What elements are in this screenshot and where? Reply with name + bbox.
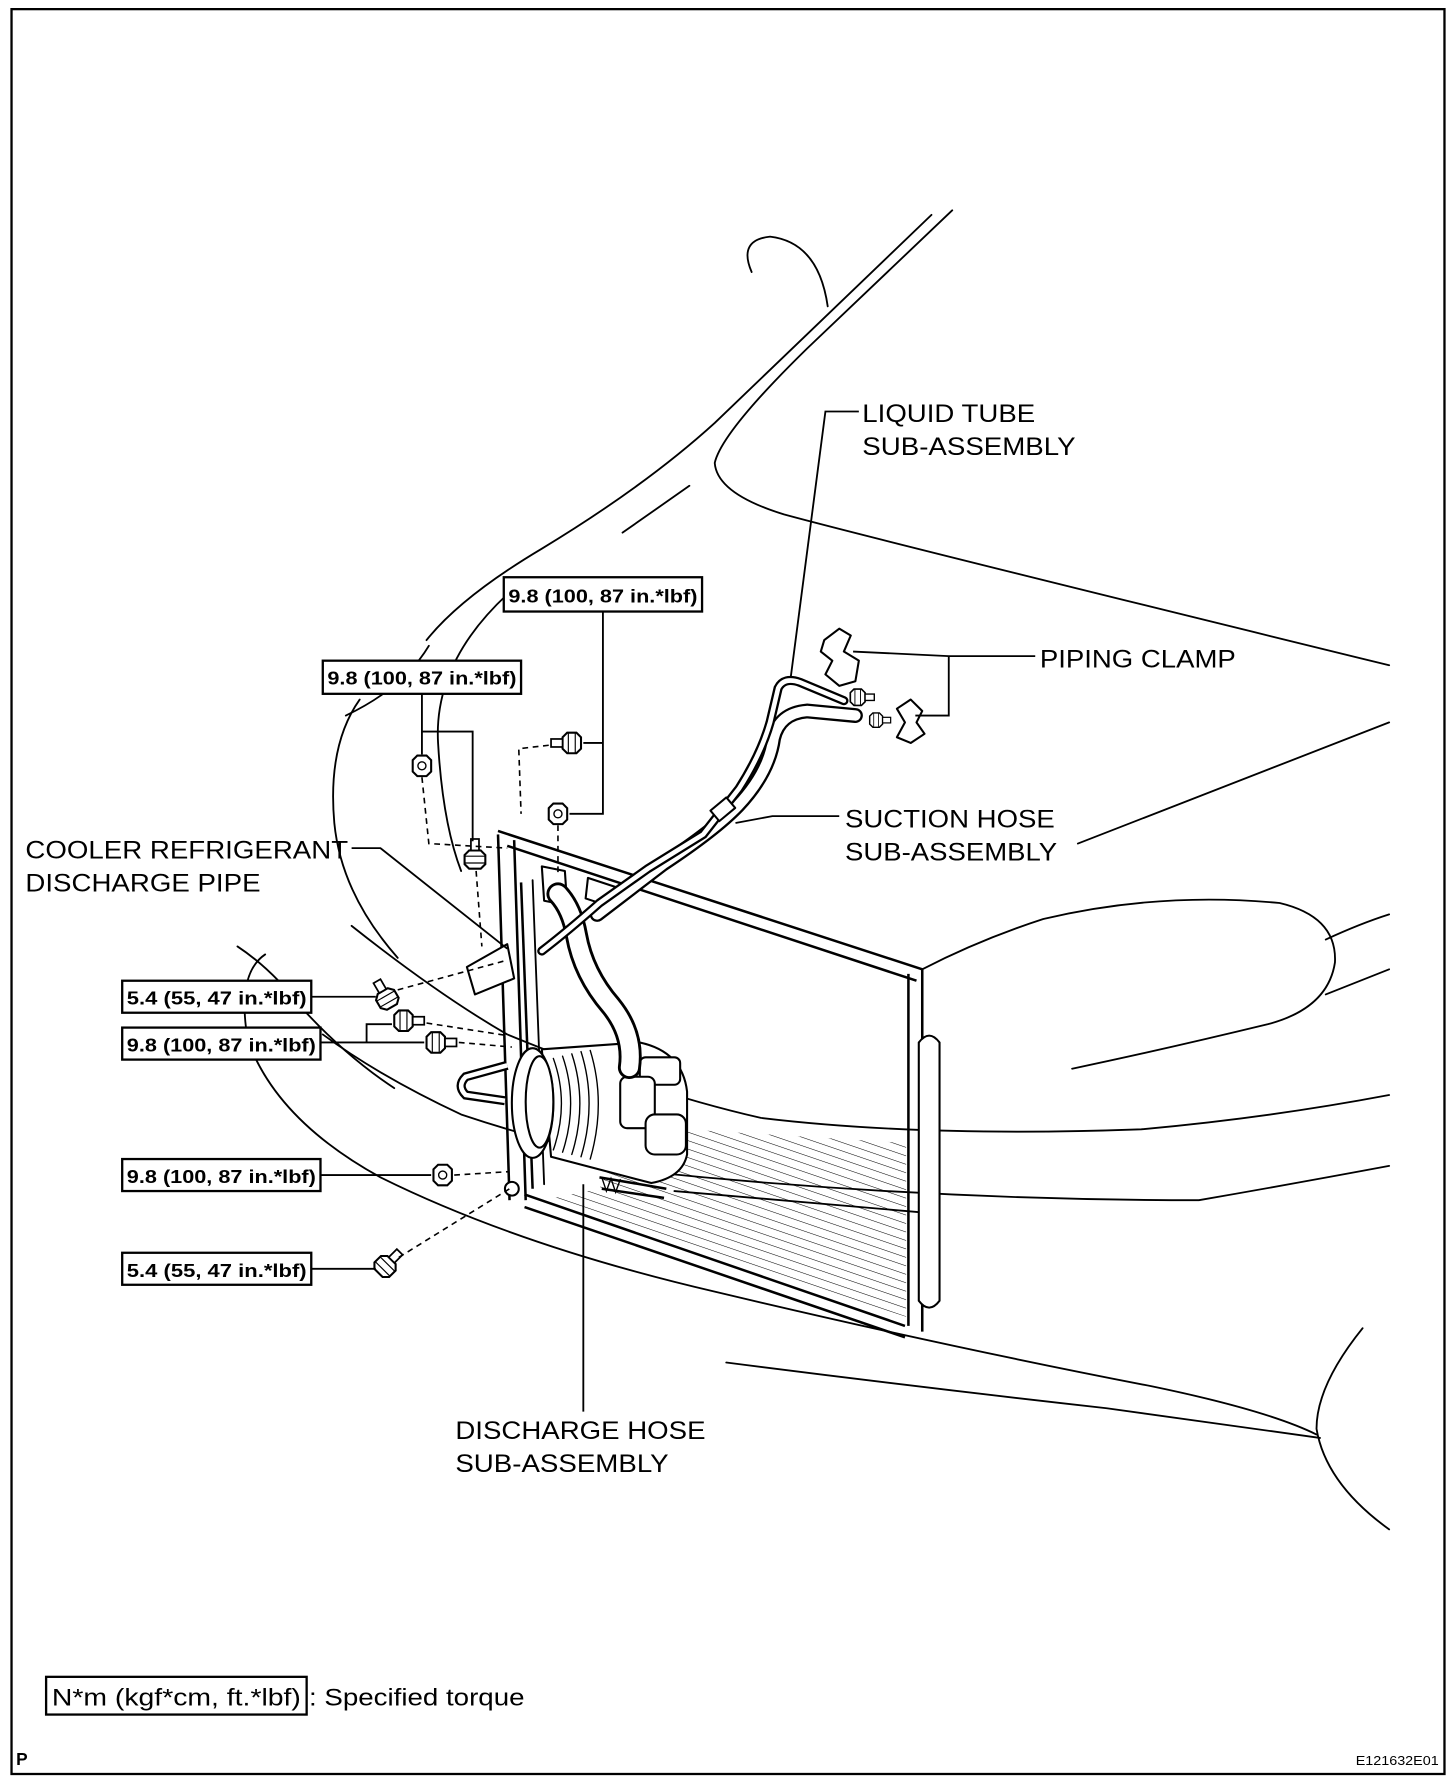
clamp-bolt-upper [849,688,876,707]
ac-compressor [510,1041,689,1200]
fasteners [366,731,583,1282]
leader-cooler-pipe [351,847,508,950]
headlight-upper-contour [921,898,1336,1070]
guide-bolt-side-upper [397,959,508,991]
torque-value: 9.8 (100, 87 in.*lbf) [127,1166,316,1187]
bolt-upper-right [550,731,583,755]
nut-side-lower [432,1163,453,1187]
torque-box-6: 5.4 (55, 47 in.*lbf) [121,1251,313,1286]
torque-value: 9.8 (100, 87 in.*lbf) [508,585,697,606]
condenser-bottom-rail [524,1193,906,1339]
corner-mark: P [16,1749,28,1769]
installation-guides [397,744,559,1259]
torque-specs: 9.8 (100, 87 in.*lbf) 9.8 (100, 87 in.*l… [121,576,704,1286]
label-cooler-pipe-line1: COOLER REFRIGERANT [25,837,348,865]
guide-bolt-upper-left [475,870,483,947]
nut-upper-right [547,802,569,826]
guide-nut-upper-left [421,777,508,849]
hood-right-crease-lower [1324,968,1391,996]
vehicle-body-outline [236,209,1391,1531]
leader-piping-clamp [853,650,1036,717]
torque-value: 5.4 (55, 47 in.*lbf) [127,1260,307,1281]
piping-clamps [819,627,926,745]
label-leaders [351,410,1036,1412]
receiver-tank [917,1034,941,1309]
windshield-base-contour [746,235,829,308]
bumper-upper-contour [350,924,1391,1133]
torque-box-5: 9.8 (100, 87 in.*lbf) [121,1157,322,1193]
torque-box-frame [121,1157,322,1193]
wheel-arch-contour [1315,1327,1391,1531]
label-liquid-tube-line2: SUB-ASSEMBLY [862,433,1075,461]
label-discharge-hose-line1: DISCHARGE HOSE [455,1417,705,1445]
headlight-right-contour [1324,913,1391,941]
hood-leading-edge [713,209,1391,667]
label-discharge-hose-line2: SUB-ASSEMBLY [455,1450,668,1478]
torque-value: 9.8 (100, 87 in.*lbf) [127,1035,316,1056]
torque-box-frame [121,1251,313,1286]
torque-legend: N*m (kgf*cm, ft.*lbf) : Specified torque [44,1675,525,1716]
guide-bolt-side-lower [398,1188,510,1259]
compressor-clutch [524,1055,555,1149]
label-suction-hose-line1: SUCTION HOSE [845,806,1055,834]
torque-box-frame [121,979,313,1014]
leader-suction-hose [735,815,840,824]
clamp-bolt-lower [868,712,892,729]
guide-bolt-side-middle-a [426,1022,508,1037]
torque-leader-2 [421,693,474,842]
bolt-side-middle-b [425,1031,458,1054]
refrigerant-lines [542,680,856,1067]
condenser-bracket [465,943,516,996]
compressor-fitting-middle [619,1075,656,1130]
fender-outer-contour [332,698,399,959]
torque-value: 5.4 (55, 47 in.*lbf) [127,988,307,1009]
condenser-top-rail [497,829,923,982]
legend-description: : Specified torque [309,1685,525,1712]
bolt-side-lower [370,1243,409,1282]
label-cooler-pipe-line2: DISCHARGE PIPE [25,870,260,898]
legend-unit-box [44,1675,308,1716]
compressor-fitting-lower [644,1113,687,1156]
bolt-side-upper [366,975,402,1014]
guide-bolt-side-middle-b [458,1041,512,1048]
torque-value: 9.8 (100, 87 in.*lbf) [327,668,516,689]
torque-leader-4 [320,1023,425,1044]
figure-code: E121632E01 [1356,1754,1439,1768]
compressor-pipe-spring [601,1176,621,1195]
part-labels: LIQUID TUBE SUB-ASSEMBLY PIPING CLAMP SU… [25,400,1235,1478]
torque-leaders [311,611,604,1270]
bumper-lower-contour [243,953,1318,1436]
torque-leader-1 [569,611,604,815]
torque-box-frame [502,576,704,613]
guide-bolt-upper-right [517,744,549,814]
fender-inner-contour [436,593,509,872]
nut-upper-left [411,754,433,778]
label-suction-hose-line2: SUB-ASSEMBLY [845,839,1057,867]
torque-box-2: 9.8 (100, 87 in.*lbf) [321,659,523,695]
torque-box-frame [121,1026,322,1061]
bolt-side-middle-a [393,1009,426,1033]
label-piping-clamp: PIPING CLAMP [1040,646,1236,674]
suction-hose-joint [709,796,737,823]
leader-liquid-tube [789,410,859,677]
hood-right-crease [1076,721,1391,845]
torque-box-3: 5.4 (55, 47 in.*lbf) [121,979,313,1014]
condenser-lower-fitting [503,1180,520,1197]
piping-clamp-upper [819,627,860,687]
compressor-fins [552,1049,599,1160]
torque-box-frame [321,659,523,695]
legend-unit: N*m (kgf*cm, ft.*lbf) [52,1685,301,1712]
piping-clamp-lower [895,698,926,745]
bolt-upper-left [463,837,487,870]
under-bumper-contour [725,1361,1321,1439]
torque-box-1: 9.8 (100, 87 in.*lbf) [502,576,704,613]
label-liquid-tube-line1: LIQUID TUBE [862,400,1035,428]
torque-box-4: 9.8 (100, 87 in.*lbf) [121,1026,322,1061]
fender-top-contour [425,213,933,642]
hood-inner-crease [621,484,691,534]
figure-border [10,8,1446,1776]
guide-nut-side-lower [454,1170,510,1176]
